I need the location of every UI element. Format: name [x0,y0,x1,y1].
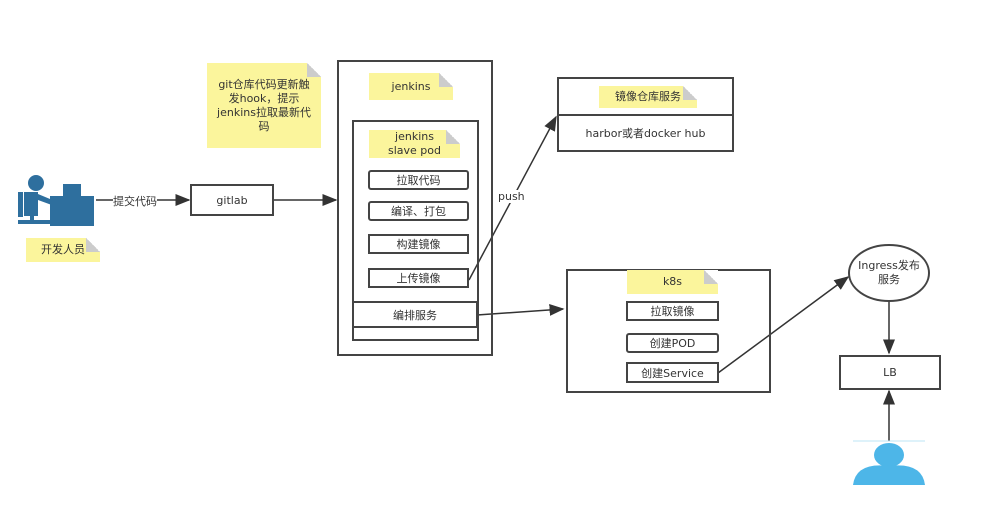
lb-box: LB [839,355,941,390]
slave-pod-note: jenkins slave pod [369,130,460,158]
step-pull-image: 拉取镜像 [626,301,719,321]
step-create-service: 创建Service [626,362,719,383]
step-upload-image: 上传镜像 [368,268,469,288]
hook-note: git仓库代码更新触发hook，提示jenkins拉取最新代码 [207,63,321,148]
step-build-image: 构建镜像 [368,234,469,254]
commit-label: 提交代码 [113,193,157,209]
push-label: push [498,190,525,203]
k8s-note: k8s [627,270,718,294]
step-pull-code: 拉取代码 [368,170,469,190]
slave-pod-container [352,120,479,341]
gitlab-box: gitlab [190,184,274,216]
jenkins-note: jenkins [369,73,453,100]
developer-note: 开发人员 [26,238,100,262]
step-compile-package: 编译、打包 [368,201,469,221]
registry-note: 镜像仓库服务 [599,86,697,108]
jenkins-container [337,60,493,356]
step-create-pod: 创建POD [626,333,719,353]
ingress-ellipse [848,244,930,302]
developer-icon [18,175,94,226]
arrow-to-ingress [717,276,850,374]
registry-box: harbor或者docker hub [557,114,734,152]
ingress-label: Ingress发布服务 [858,259,920,286]
orchestrate-service-box: 编排服务 [352,301,478,328]
user-icon [853,440,925,485]
